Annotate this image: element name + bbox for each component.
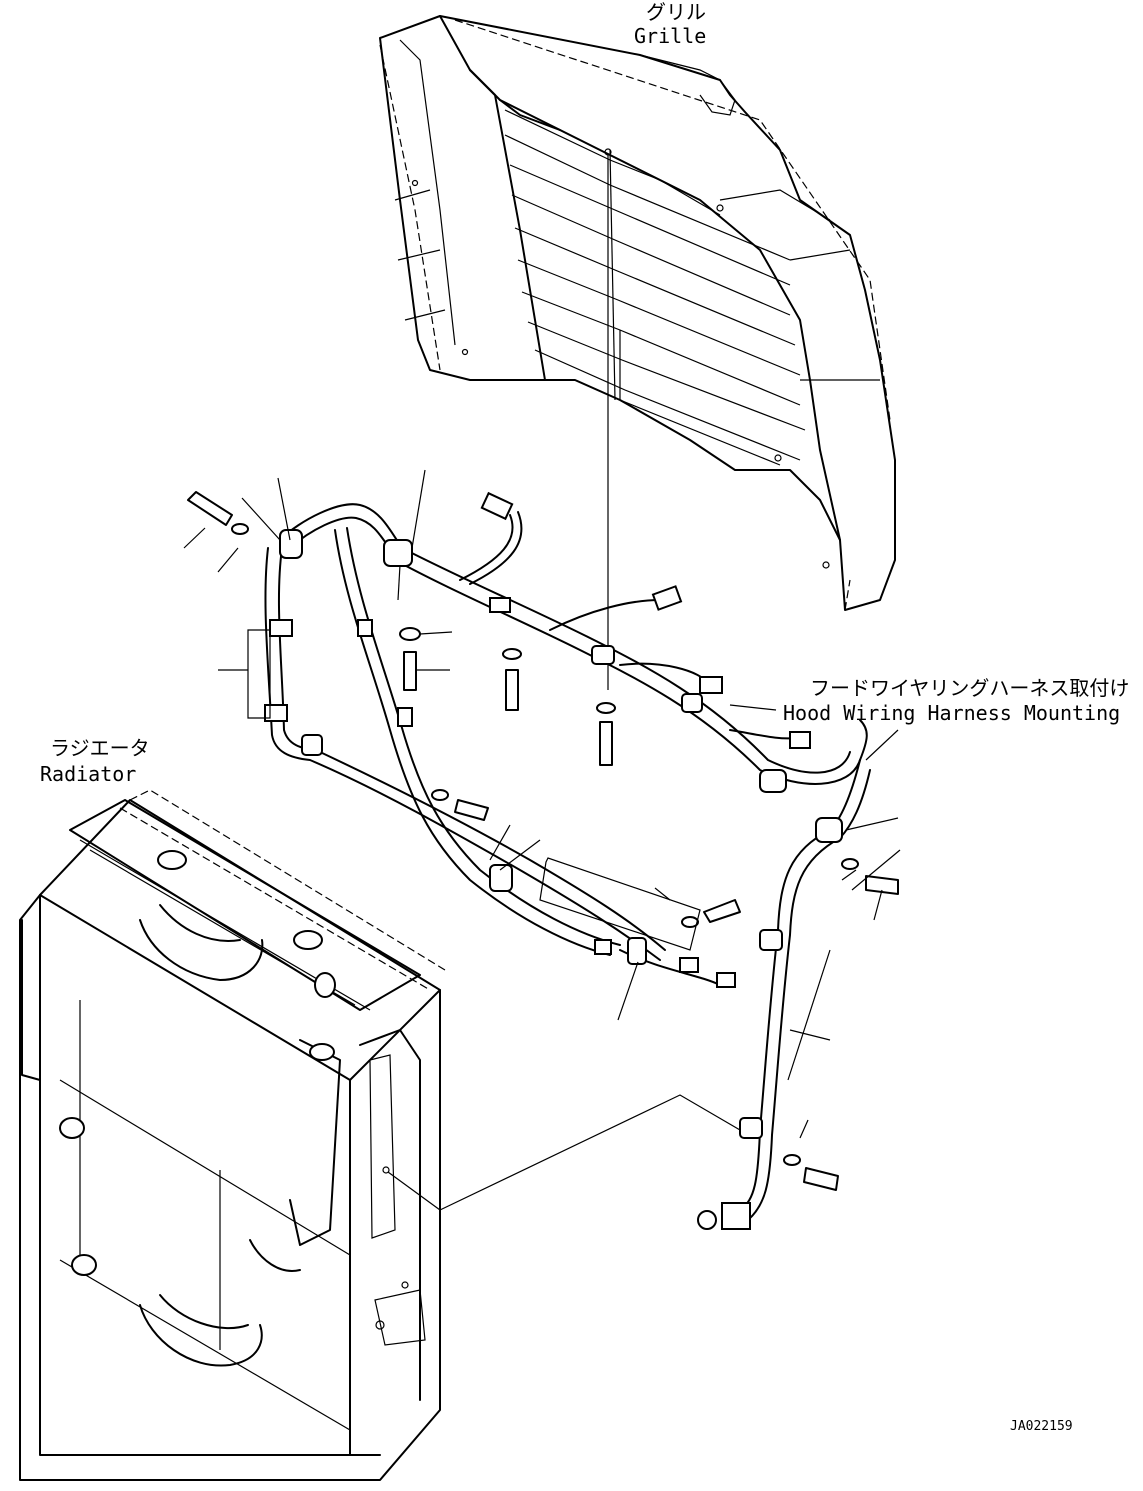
radiator-part bbox=[19, 789, 446, 1481]
harness-label-en: Hood Wiring Harness Mounting bbox=[783, 701, 1121, 725]
drawing-code: JA022159 bbox=[1010, 1419, 1073, 1434]
grille-part bbox=[379, 15, 896, 611]
wiring-harness bbox=[264, 491, 871, 1230]
harness-clamps bbox=[264, 529, 843, 1139]
grille-label-jp: グリル bbox=[646, 0, 706, 24]
grille-label-en: Grille bbox=[634, 24, 707, 48]
harness-label-jp: フードワイヤリングハーネス取付け bbox=[810, 676, 1130, 700]
leader-lines bbox=[183, 469, 901, 1211]
bolts-and-washers bbox=[187, 491, 899, 1191]
radiator-label-en: Radiator bbox=[40, 762, 137, 786]
radiator-label-jp: ラジエータ bbox=[50, 736, 150, 760]
